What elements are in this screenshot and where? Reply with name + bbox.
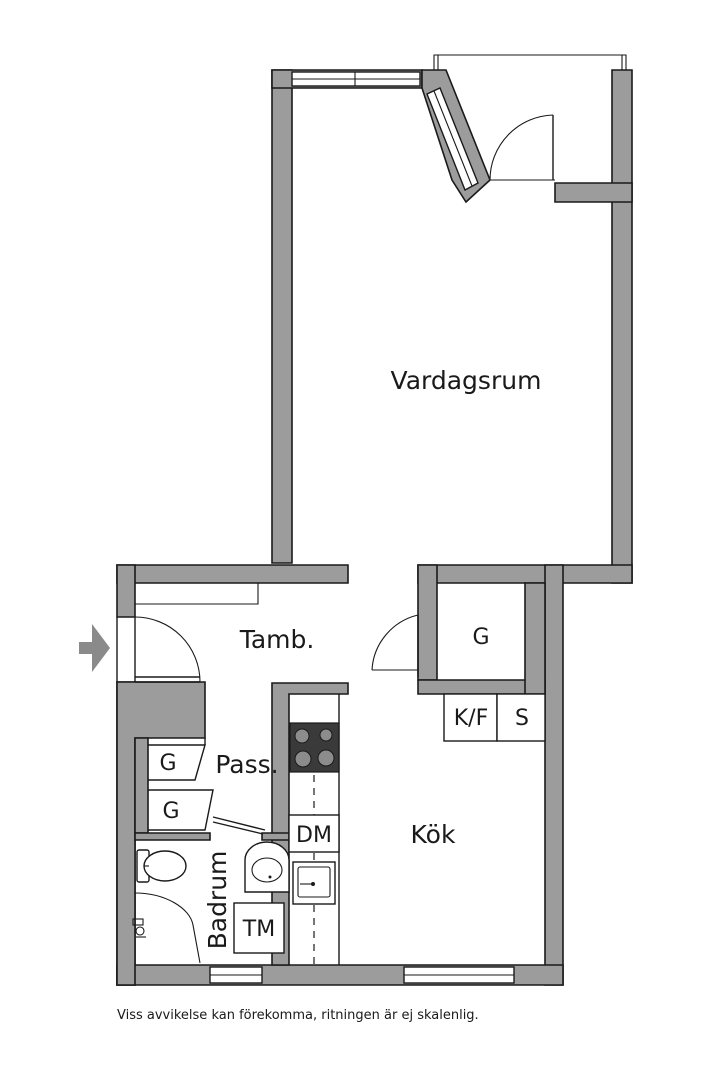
label-vardagsrum: Vardagsrum	[391, 366, 542, 395]
sink-bath-icon[interactable]	[244, 841, 290, 893]
label-kok: Kök	[411, 820, 456, 849]
bathroom-door[interactable]	[212, 816, 266, 835]
stove-icon[interactable]	[289, 722, 340, 773]
doors	[116, 114, 555, 964]
dishwasher	[288, 814, 340, 853]
shower-curtain	[134, 892, 201, 964]
closet-door-tamb[interactable]	[371, 614, 419, 677]
windows	[209, 71, 515, 984]
label-pantry: S	[515, 706, 529, 731]
balcony	[433, 54, 627, 70]
label-closet-pass-1: G	[159, 751, 176, 776]
hat-shelf	[135, 583, 259, 605]
label-fridge: K/F	[454, 706, 489, 731]
fridge-freezer	[443, 693, 498, 742]
toilet-icon[interactable]	[136, 849, 187, 883]
sink-icon[interactable]	[292, 861, 336, 905]
label-closet-tamb: G	[472, 625, 489, 650]
balcony-door[interactable]	[489, 114, 555, 181]
entrance-door[interactable]	[116, 616, 201, 683]
pass-closet-1	[148, 744, 206, 781]
label-tamb: Tamb.	[239, 625, 315, 654]
label-pass: Pass.	[215, 750, 278, 779]
disclaimer-text: Viss avvikelse kan förekomma, ritningen …	[117, 1008, 479, 1023]
label-badrum: Badrum	[203, 851, 232, 950]
label-washing-machine: TM	[242, 917, 275, 942]
label-closet-pass-2: G	[162, 799, 179, 824]
pass-closet-2	[148, 789, 214, 831]
exterior-walls	[116, 69, 633, 986]
window-bay	[426, 87, 479, 191]
label-dishwasher: DM	[296, 823, 332, 848]
washing-machine	[233, 902, 285, 954]
arrow-right-icon	[79, 624, 110, 672]
shower-icon[interactable]	[132, 918, 146, 938]
pantry	[496, 693, 546, 742]
